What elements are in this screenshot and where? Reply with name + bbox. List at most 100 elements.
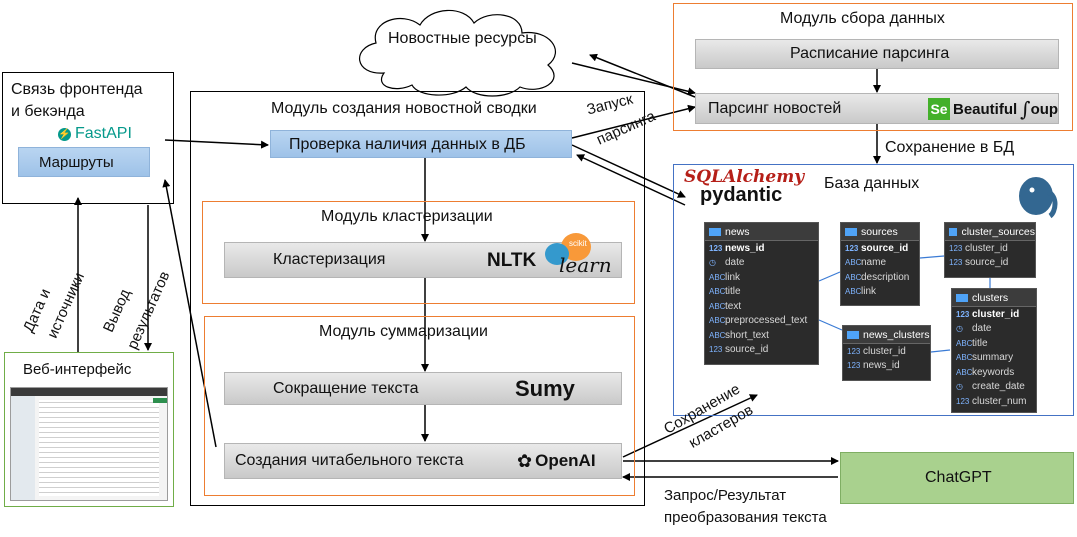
nltk-logo: NLTK xyxy=(487,250,537,271)
column-name: create_date xyxy=(972,381,1025,393)
column-type: ◷ xyxy=(956,324,963,334)
routes-label: Маршруты xyxy=(39,154,114,171)
web-thumb-button xyxy=(153,398,167,403)
web-thumb-header xyxy=(11,388,167,396)
column-type: 123 xyxy=(709,345,723,355)
column-name: source_id xyxy=(965,257,1009,269)
web-interface-box: Веб-интерфейс xyxy=(4,352,174,507)
summary-module-title: Модуль создания новостной сводки xyxy=(271,100,537,117)
shorten-label: Сокращение текста xyxy=(273,380,419,397)
chatgpt-box[interactable]: ChatGPT xyxy=(840,452,1074,504)
news-resources-cloud xyxy=(359,9,556,97)
sklearn-scikit: scikit xyxy=(569,239,587,248)
column-name: title xyxy=(725,286,741,298)
sklearn-blue-blob xyxy=(545,243,569,265)
column-type: ABC xyxy=(956,353,973,363)
column-type: ABC xyxy=(709,287,726,297)
edge-request-1: Запрос/Результат xyxy=(664,487,787,504)
parsing-label: Парсинг новостей xyxy=(708,100,842,117)
column-name: cluster_id xyxy=(863,345,906,357)
shorten-box[interactable]: Сокращение текста Sumy xyxy=(224,372,622,405)
check-db-label: Проверка наличия данных в ДБ xyxy=(289,136,526,153)
column-name: title xyxy=(972,337,988,349)
readable-box[interactable]: Создания читабельного текста ✿ OpenAI xyxy=(224,443,622,479)
column-name: description xyxy=(861,271,910,283)
column-type: ABC xyxy=(709,316,726,326)
table-cluster-sources-header: cluster_sources xyxy=(945,223,1035,241)
rel-news-clusters-clusters xyxy=(930,349,951,353)
column-name: news_id xyxy=(863,360,900,372)
fastapi-icon: ⚡ xyxy=(58,127,71,141)
column-type: 123 xyxy=(845,243,859,253)
arrow-parsing-to-resources xyxy=(589,53,696,98)
column-name: text xyxy=(725,300,742,312)
column-type: ◷ xyxy=(709,258,716,268)
beautiful-text: Beautiful xyxy=(953,100,1018,118)
column-name: keywords xyxy=(972,366,1015,378)
arrow-routes-to-check xyxy=(164,139,269,149)
soup-text: oup xyxy=(1030,100,1059,118)
sqlalchemy-logo: SQLAlchemy xyxy=(684,167,805,187)
fastapi-logo: ⚡ FastAPI xyxy=(58,125,132,143)
column-name: summary xyxy=(972,352,1014,364)
frontend-backend-box: Связь фронтенда и бекэнда ⚡ FastAPI Марш… xyxy=(2,72,174,204)
column-type: ABC xyxy=(845,287,862,297)
arrow-readable-to-db xyxy=(622,394,758,458)
parsing-box[interactable]: Парсинг новостей Se Beautiful ∫ oup xyxy=(695,93,1059,124)
table-icon xyxy=(845,227,857,236)
database-title: База данных xyxy=(824,175,920,192)
column-type: 123 xyxy=(709,243,723,253)
schedule-label: Расписание парсинга xyxy=(790,45,950,62)
chatgpt-label: ChatGPT xyxy=(925,469,992,486)
column-type: 123 xyxy=(847,346,861,356)
schedule-box[interactable]: Расписание парсинга xyxy=(695,39,1059,69)
column-type: 123 xyxy=(956,309,970,319)
arrow-check-to-db xyxy=(571,144,686,198)
check-db-box[interactable]: Проверка наличия данных в ДБ xyxy=(270,130,572,158)
column-name: source_id xyxy=(725,344,769,356)
collect-module-box: Модуль сбора данных xyxy=(673,3,1073,131)
column-name: name xyxy=(861,257,887,269)
column-name: link xyxy=(861,286,877,298)
cluster-module-title: Модуль кластеризации xyxy=(321,208,493,225)
column-type: ◷ xyxy=(956,382,963,392)
column-name: news_id xyxy=(725,242,765,254)
selenium-badge: Se xyxy=(928,98,950,120)
edge-request-2: преобразования текста xyxy=(664,509,827,526)
column-name: link xyxy=(725,271,741,283)
table-icon xyxy=(949,227,958,236)
table-cluster-sources-name: cluster_sources xyxy=(961,225,1035,238)
arrow-check-to-parsing xyxy=(571,104,696,139)
rel-news-sources xyxy=(818,271,841,282)
clustering-box[interactable]: Кластеризация NLTK scikit learn xyxy=(224,233,622,278)
column-type: 123 xyxy=(956,396,970,406)
web-screenshot-thumbnail[interactable] xyxy=(10,387,168,501)
table-sources-name: sources xyxy=(861,225,898,238)
column-type: 123 xyxy=(847,361,861,371)
routes-button[interactable]: Маршруты xyxy=(18,147,150,177)
database-box: База данных xyxy=(673,164,1074,416)
column-type: 123 xyxy=(949,258,963,268)
summarization-module-box: Модуль суммаризации xyxy=(204,316,635,496)
frontend-title-2: и бекэнда xyxy=(11,103,85,120)
frontend-title-1: Связь фронтенда xyxy=(11,81,143,98)
beautifulsoup-logo: Se Beautiful ∫ oup xyxy=(928,97,1058,121)
rel-news-news-clusters xyxy=(818,319,843,331)
column-name: short_text xyxy=(725,329,769,341)
